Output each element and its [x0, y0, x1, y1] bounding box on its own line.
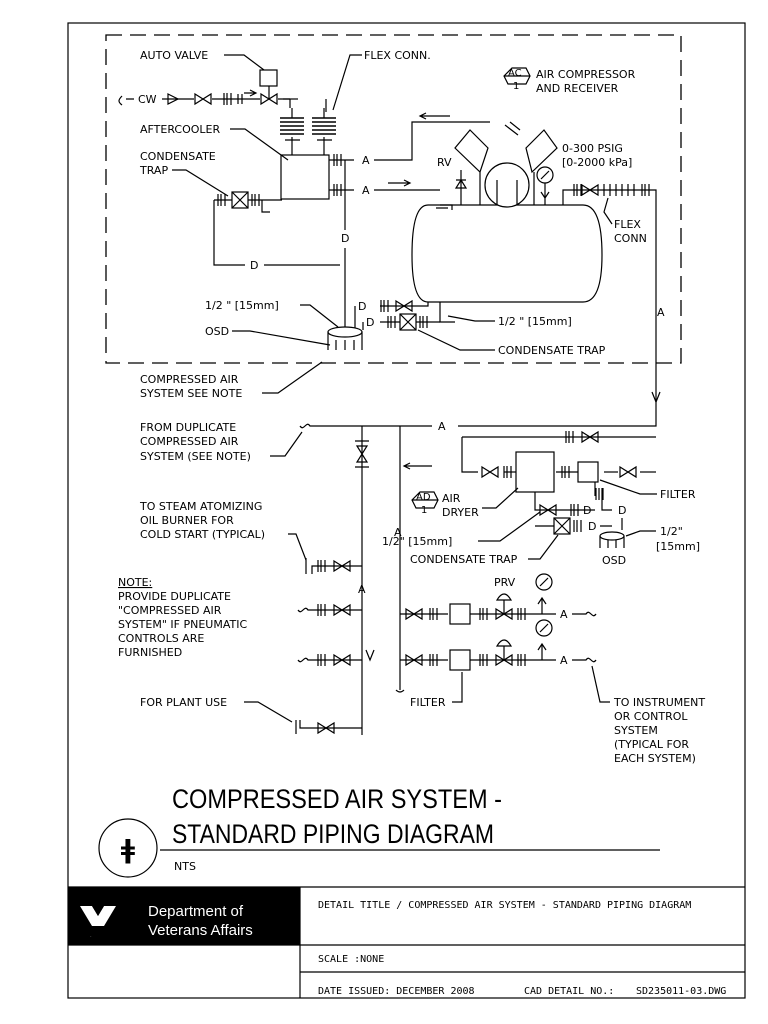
compressor-package: CW AUTO VALVE FLEX CONN. AFTERCOOLER A A: [118, 49, 657, 357]
line-tag-d: D: [358, 300, 366, 313]
cad-detail-number: SD235011-03.DWG: [636, 986, 726, 997]
line-tag-a: A: [560, 608, 568, 621]
steam-label-3: COLD START (TYPICAL): [140, 528, 265, 541]
nts-label: NTS: [174, 860, 196, 873]
compressor-body: [484, 162, 530, 208]
filter-label-2: FILTER: [410, 696, 446, 709]
va-logo-text: VA: [90, 935, 92, 938]
note-line-5: FURNISHED: [118, 646, 182, 659]
compressed-air-note-2: SYSTEM SEE NOTE: [140, 387, 242, 400]
from-duplicate-3: SYSTEM (SEE NOTE): [140, 450, 251, 463]
line-tag-d: D: [250, 259, 258, 272]
filter-box: [577, 461, 599, 483]
auto-valve-label: AUTO VALVE: [140, 49, 208, 62]
and-receiver-label: AND RECEIVER: [536, 82, 619, 95]
title-block: VA Department of Veterans Affairs DETAIL…: [68, 886, 745, 998]
dept-line-1: Department of: [148, 903, 244, 920]
line-tag-a: A: [560, 654, 568, 667]
detail-title: DETAIL TITLE / COMPRESSED AIR SYSTEM - S…: [318, 900, 691, 911]
from-duplicate-2: COMPRESSED AIR: [140, 435, 239, 448]
line-tag-a: A: [394, 526, 402, 539]
note-line-3: SYSTEM" IF PNEUMATIC: [118, 618, 247, 631]
condensate-trap-label-2: CONDENSATE TRAP: [410, 553, 518, 566]
line-tag-a: A: [362, 184, 370, 197]
from-duplicate-1: FROM DUPLICATE: [140, 421, 236, 434]
dept-line-2: Veterans Affairs: [148, 922, 253, 939]
line-tag-a: A: [657, 306, 665, 319]
detail-symbol: ǂ: [121, 835, 135, 865]
half-inch-right: 1/2 " [15mm]: [498, 315, 572, 328]
line-tag-d: D: [366, 316, 374, 329]
osd-label-2: OSD: [602, 554, 626, 567]
diagram-title-line-2: STANDARD PIPING DIAGRAM: [172, 819, 494, 849]
air-compressor-label: AIR COMPRESSOR: [536, 68, 636, 81]
instrument-label-2: OR CONTROL: [614, 710, 688, 723]
kpa-label: [0-2000 kPa]: [562, 156, 632, 169]
air-label: AIR: [442, 492, 461, 505]
ac-tag: AC: [508, 68, 522, 79]
psig-label: 0-300 PSIG: [562, 142, 623, 155]
ac-num: 1: [513, 81, 519, 92]
date-issued: DATE ISSUED: DECEMBER 2008: [318, 986, 475, 997]
detail-symbol-circle: [98, 818, 158, 878]
instrument-label-1: TO INSTRUMENT: [613, 696, 705, 709]
half-inch-dryer-left: 1/2" [15mm]: [382, 535, 452, 548]
note-title: NOTE:: [118, 576, 152, 589]
steam-label-2: OIL BURNER FOR: [140, 514, 234, 527]
condensate-trap-label: CONDENSATE TRAP: [498, 344, 606, 357]
half-inch-dryer-a: 1/2": [660, 525, 683, 538]
rv-label: RV: [437, 156, 452, 169]
conn-label: CONN: [614, 232, 647, 245]
note-line-4: CONTROLS ARE: [118, 632, 204, 645]
half-inch-dryer-b: [15mm]: [656, 540, 700, 553]
line-tag-a: A: [358, 583, 366, 596]
diagram-title-line-1: COMPRESSED AIR SYSTEM -: [172, 784, 502, 814]
receiver-tank: [411, 204, 603, 303]
dryer-label: DRYER: [442, 506, 479, 519]
filter-label: FILTER: [660, 488, 696, 501]
condensate-label: CONDENSATE: [140, 150, 216, 163]
trap-label: TRAP: [139, 164, 168, 177]
instrument-label-3: SYSTEM: [614, 724, 658, 737]
line-tag-d: D: [583, 504, 591, 517]
line-tag-a: A: [438, 420, 446, 433]
instrument-label-4: (TYPICAL FOR: [614, 738, 689, 751]
compressed-air-note-1: COMPRESSED AIR: [140, 373, 239, 386]
ad-tag: AD: [416, 492, 431, 503]
half-inch-left: 1/2 " [15mm]: [205, 299, 279, 312]
sheet-border: [67, 22, 746, 999]
ad-num: 1: [421, 505, 427, 516]
line-tag-a: A: [362, 154, 370, 167]
line-tag-d: D: [588, 520, 596, 533]
package-boundary: [105, 34, 682, 364]
air-dryer: [515, 451, 555, 493]
steam-label-1: TO STEAM ATOMIZING: [139, 500, 262, 513]
cw-label: CW: [138, 93, 157, 106]
aftercooler: [280, 154, 330, 200]
scale-value: SCALE :NONE: [318, 954, 384, 965]
cad-detail-label: CAD DETAIL NO.:: [524, 986, 614, 997]
prv-label: PRV: [494, 576, 516, 589]
va-logo-icon: VA: [80, 906, 116, 938]
note-line-1: PROVIDE DUPLICATE: [118, 590, 231, 603]
note-line-2: "COMPRESSED AIR: [118, 604, 222, 617]
line-tag-d: D: [341, 232, 349, 245]
distribution-piping: COMPRESSED AIR SYSTEM SEE NOTE A A FROM …: [118, 306, 705, 765]
flex-conn-label: FLEX CONN.: [364, 49, 431, 62]
instrument-label-5: EACH SYSTEM): [614, 752, 696, 765]
aftercooler-label: AFTERCOOLER: [140, 123, 220, 136]
osd-label: OSD: [205, 325, 229, 338]
line-tag-d: D: [618, 504, 626, 517]
plant-use-label: FOR PLANT USE: [140, 696, 227, 709]
flex-label: FLEX: [614, 218, 641, 231]
